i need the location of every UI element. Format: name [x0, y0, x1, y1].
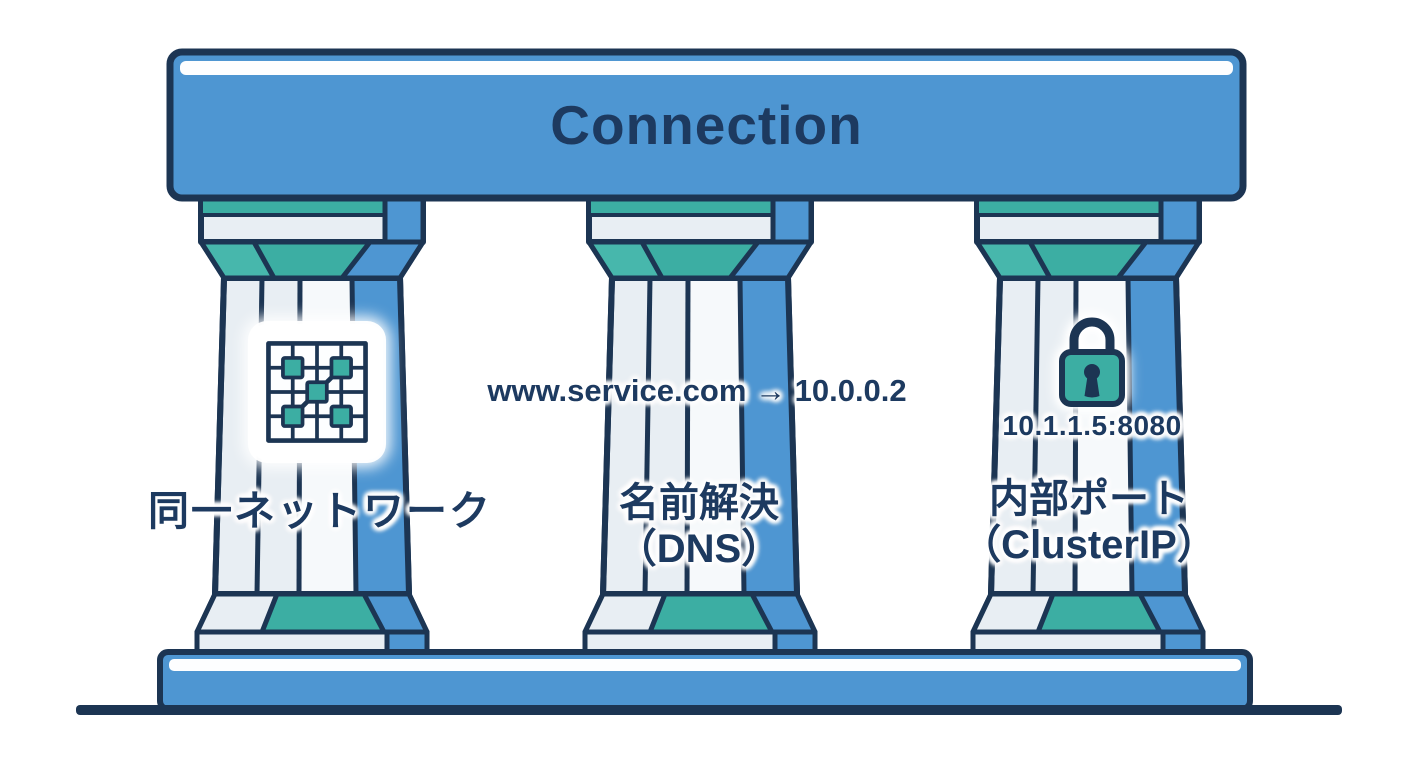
clusterip-address-text: 10.1.1.5:8080	[1002, 410, 1182, 441]
pillar-label-dns: 名前解決 （DNS）	[549, 478, 849, 574]
pillar-label-clusterip-sub: （ClusterIP）	[961, 523, 1217, 567]
network-grid-icon	[251, 324, 383, 460]
pillar-label-clusterip-main: 内部ポート	[989, 477, 1189, 521]
lock-icon	[1048, 306, 1136, 410]
beam	[166, 48, 1247, 202]
pillar-label-dns-main: 名前解決	[619, 481, 779, 525]
network-grid-glyph	[266, 341, 368, 443]
pillar-label-clusterip: 内部ポート （ClusterIP）	[909, 473, 1269, 571]
base-platform	[157, 649, 1253, 712]
beam-title: Connection	[550, 94, 863, 156]
dns-mapping-text: www.service.com → 10.0.0.2	[487, 373, 907, 408]
lock-glyph	[1059, 317, 1125, 407]
pillar-middle	[585, 198, 815, 658]
pillar-label-same-network: 同一ネットワーク	[148, 488, 492, 534]
ground-line	[76, 705, 1342, 715]
pillar-label-dns-sub: （DNS）	[616, 527, 782, 571]
